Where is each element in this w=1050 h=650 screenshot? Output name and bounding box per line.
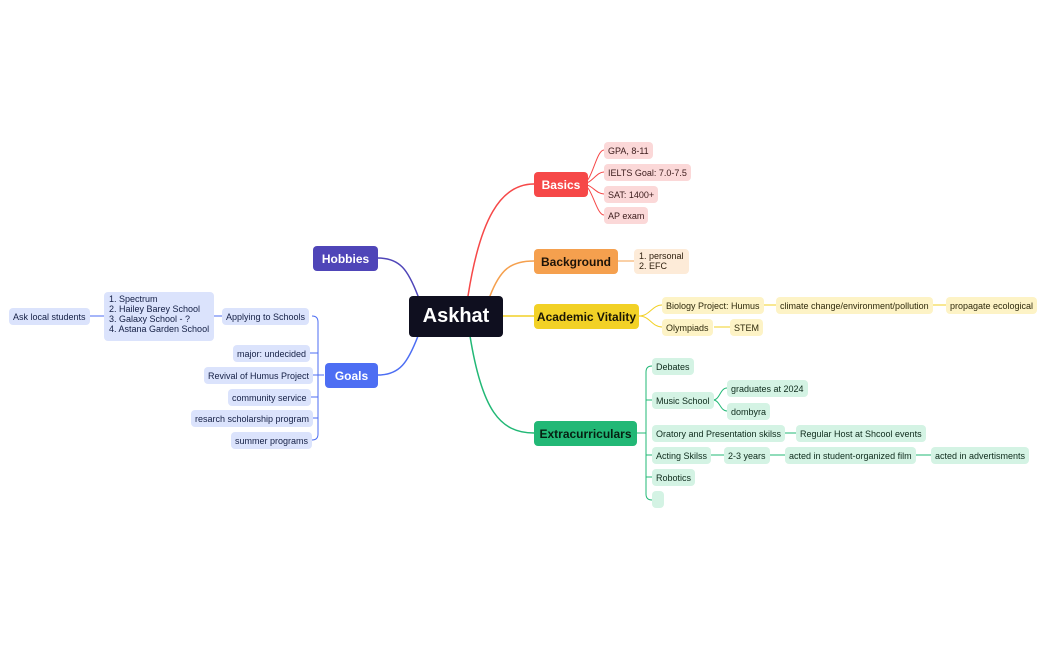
goals-summer[interactable]: summer programs <box>231 432 313 449</box>
branch-goals[interactable]: Goals <box>325 363 378 388</box>
academic-climate[interactable]: climate change/environment/pollution <box>776 297 933 314</box>
goals-schools-list[interactable]: 1. Spectrum 2. Hailey Barey School 3. Ga… <box>104 292 215 341</box>
basics-item[interactable]: SAT: 1400+ <box>604 186 659 203</box>
basics-item[interactable]: IELTS Goal: 7.0-7.5 <box>604 164 691 181</box>
academic-biology-project[interactable]: Biology Project: Humus <box>662 297 764 314</box>
background-items[interactable]: 1. personal 2. EFC <box>634 249 689 274</box>
extra-dombyra[interactable]: dombyra <box>727 403 771 420</box>
goals-ask-local[interactable]: Ask local students <box>9 308 90 325</box>
line-root-basics <box>467 183 535 297</box>
extra-film[interactable]: acted in student-organized film <box>785 447 916 464</box>
extra-graduates[interactable]: graduates at 2024 <box>727 380 808 397</box>
branch-hobbies[interactable]: Hobbies <box>313 246 378 271</box>
extra-empty-node[interactable] <box>652 491 664 508</box>
basics-item[interactable]: AP exam <box>604 207 649 224</box>
line-root-extracurriculars <box>469 335 535 434</box>
academic-olympiads[interactable]: Olympiads <box>662 319 713 336</box>
branch-background[interactable]: Background <box>534 249 618 274</box>
basics-item[interactable]: GPA, 8-11 <box>604 142 653 159</box>
extra-robotics[interactable]: Robotics <box>652 469 696 486</box>
academic-stem[interactable]: STEM <box>730 319 764 336</box>
goals-research[interactable]: resarch scholarship program <box>191 410 314 427</box>
line-root-background <box>489 260 535 297</box>
line-root-goals <box>377 335 419 376</box>
extra-ads[interactable]: acted in advertisments <box>931 447 1030 464</box>
extra-acting[interactable]: Acting Skilss <box>652 447 712 464</box>
root-node[interactable]: Askhat <box>409 296 503 337</box>
goals-major[interactable]: major: undecided <box>233 345 311 362</box>
line-root-hobbies <box>377 257 419 297</box>
academic-propagate[interactable]: propagate ecological <box>946 297 1038 314</box>
extra-music-school[interactable]: Music School <box>652 392 714 409</box>
goals-community[interactable]: community service <box>228 389 311 406</box>
extra-debates[interactable]: Debates <box>652 358 694 375</box>
extra-years[interactable]: 2-3 years <box>724 447 770 464</box>
goals-applying[interactable]: Applying to Schools <box>222 308 310 325</box>
branch-basics[interactable]: Basics <box>534 172 588 197</box>
branch-academic-vitality[interactable]: Academic Vitality <box>534 304 639 329</box>
extra-host[interactable]: Regular Host at Shcool events <box>796 425 926 442</box>
branch-extracurriculars[interactable]: Extracurriculars <box>534 421 637 446</box>
extra-oratory[interactable]: Oratory and Presentation skilss <box>652 425 786 442</box>
goals-revival[interactable]: Revival of Humus Project <box>204 367 314 384</box>
